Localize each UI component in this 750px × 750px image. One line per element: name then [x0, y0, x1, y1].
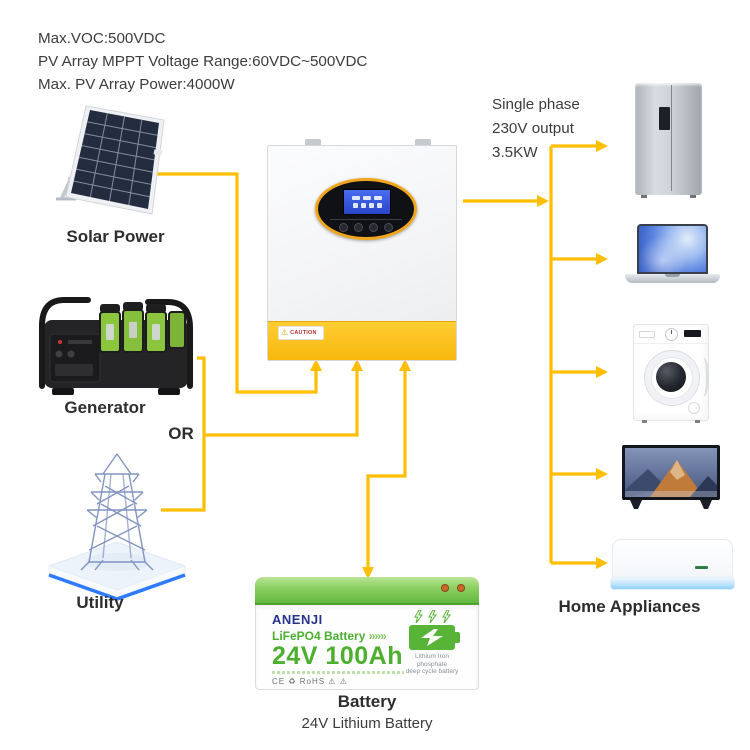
arrowheads [310, 140, 608, 579]
laptop-icon [625, 224, 720, 285]
spec-voltage: 230V output [492, 120, 574, 137]
battery-brand: ANENJI [272, 612, 323, 627]
fridge-dispenser [659, 107, 670, 130]
display-divider [330, 219, 402, 220]
battery-label: Battery [337, 692, 397, 711]
display-panel [315, 178, 417, 240]
washing-machine-icon [633, 324, 709, 423]
battery-pack: ANENJI LiFePO4 Battery »»» 24V 100Ah CE … [255, 577, 479, 690]
inverter-yellow-band: ⚠ CAUTION [268, 321, 456, 360]
battery-tagline-strip [272, 671, 404, 674]
solar-power-label: Solar Power [66, 227, 165, 246]
caution-label: ⚠ CAUTION [278, 326, 324, 340]
or-label: OR [168, 424, 194, 443]
caution-text: CAUTION [290, 330, 317, 336]
battery-product: LiFePO4 Battery »»» [272, 629, 387, 643]
wire-solar-to-inverter [152, 172, 318, 394]
chevrons-icon: »»» [368, 629, 387, 643]
lightning-bolts-icon [400, 610, 464, 623]
refrigerator-icon [635, 83, 702, 198]
washer-knob [665, 328, 678, 341]
solar-panel-icon [56, 105, 165, 215]
certification-icons: CE ♻ RoHS ⚠ ⚠ [272, 677, 348, 686]
inverter-body: ⚠ CAUTION [267, 145, 457, 361]
battery-caption-1: Lithium Iron phosphate [415, 653, 449, 668]
spec-mppt-range: PV Array MPPT Voltage Range:60VDC~500VDC [38, 53, 368, 70]
laptop-screen [637, 224, 708, 274]
battery-sublabel: 24V Lithium Battery [301, 715, 433, 732]
spec-max-voc: Max.VOC:500VDC [38, 30, 166, 47]
utility-tower-icon [47, 453, 187, 601]
generator-label: Generator [64, 398, 146, 417]
air-conditioner-icon [610, 539, 735, 590]
washer-door [644, 350, 700, 406]
button [354, 223, 363, 232]
display-buttons [318, 223, 414, 232]
button [369, 223, 378, 232]
battery-icon [409, 625, 460, 650]
washer-filter [688, 402, 700, 414]
ac-brand-mark [695, 566, 708, 569]
battery-rating: 24V 100Ah [272, 642, 403, 670]
spec-power: 3.5KW [492, 144, 538, 161]
mount-tab [305, 139, 321, 147]
washer-display [684, 330, 701, 337]
home-appliances-label: Home Appliances [558, 597, 701, 616]
lcd-screen [343, 189, 391, 215]
inverter-device: ⚠ CAUTION [267, 139, 457, 361]
generator-icon [39, 297, 193, 395]
battery-lid [255, 577, 479, 605]
pv-spec-block: Max.VOC:500VDC PV Array MPPT Voltage Ran… [38, 27, 367, 96]
detergent-drawer [639, 331, 655, 338]
warning-triangle-icon: ⚠ [281, 328, 289, 337]
utility-label: Utility [76, 593, 124, 612]
washer-door-handle [697, 357, 709, 397]
battery-caption-2: deep cycle battery [405, 668, 459, 675]
output-spec-block: Single phase 230V output 3.5KW [492, 93, 580, 165]
button [384, 223, 393, 232]
tv-icon [622, 445, 720, 509]
laptop-base [625, 274, 720, 283]
battery-terminal [457, 584, 465, 592]
spec-max-power: Max. PV Array Power:4000W [38, 76, 235, 93]
spec-phase: Single phase [492, 96, 580, 113]
button [339, 223, 348, 232]
mount-tab [415, 139, 431, 147]
battery-terminal [441, 584, 449, 592]
ac-vent-glow [610, 577, 735, 590]
battery-body: ANENJI LiFePO4 Battery »»» 24V 100Ah CE … [255, 605, 479, 690]
wire-battery-to-inverter [366, 371, 407, 567]
wire-or-to-inverter [204, 371, 359, 437]
